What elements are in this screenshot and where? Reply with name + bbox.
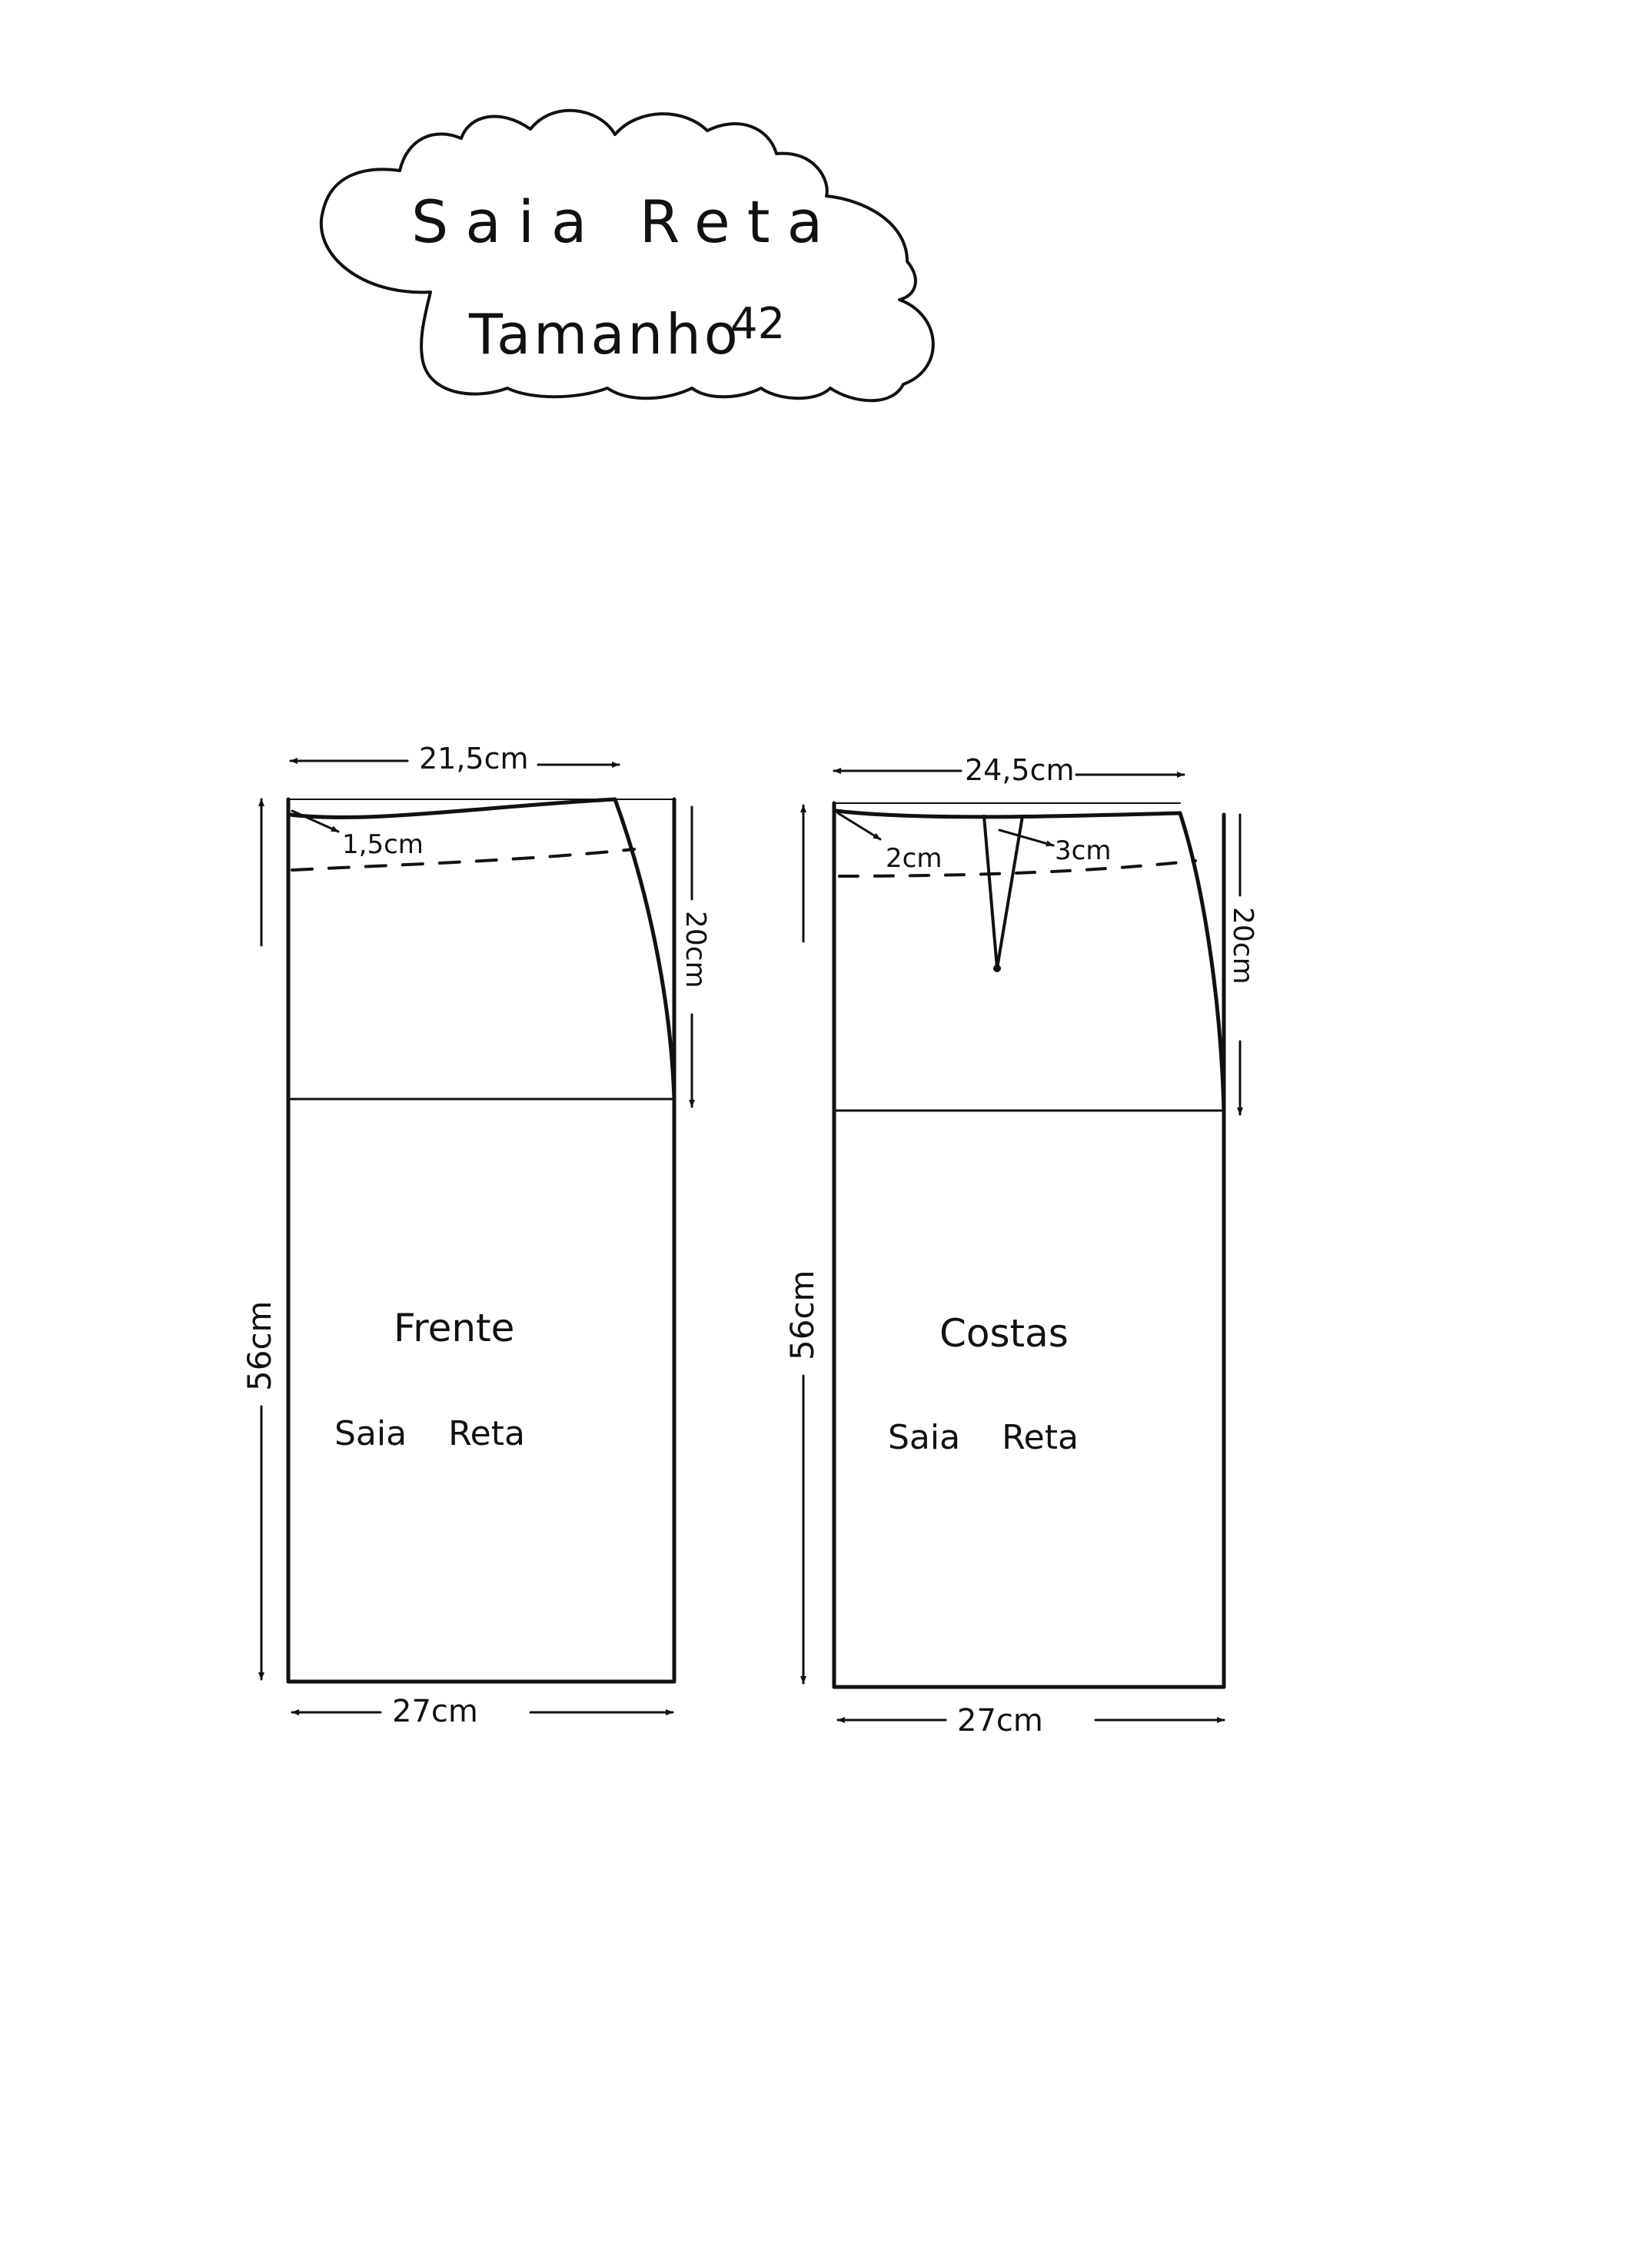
- back-dart-point: [993, 965, 1001, 972]
- front-waist-line: [288, 797, 617, 819]
- front-piece: 21,5cm 1,5cm 20cm 56cm 27cm Frente Saia …: [241, 742, 711, 1729]
- back-piece-name: Costas: [939, 1311, 1069, 1356]
- title-line2: Tamanho: [468, 302, 741, 367]
- back-dart-width-label: 3cm: [1055, 835, 1111, 866]
- back-waist-line: [833, 809, 1182, 819]
- back-waist-rise-label: 2cm: [886, 843, 942, 874]
- back-dashed-line: [838, 859, 1197, 878]
- back-length-label: 56cm: [783, 1270, 821, 1360]
- back-piece: 24,5cm 2cm 3cm 20cm 56cm 27cm Costas Sai…: [783, 753, 1258, 1738]
- back-piece-subtitle: Saia Reta: [888, 1418, 1079, 1457]
- back-waist-width-label: 24,5cm: [965, 753, 1075, 787]
- front-piece-name: Frente: [394, 1306, 514, 1350]
- front-waist-width-label: 21,5cm: [419, 742, 529, 775]
- title-cloud: [320, 108, 935, 403]
- back-dart: [982, 815, 1024, 970]
- front-waist-rise-label: 1,5cm: [342, 829, 424, 860]
- title-size: 42: [730, 299, 785, 349]
- title-line1: Saia Reta: [411, 188, 839, 256]
- back-hip-depth-label: 20cm: [1227, 907, 1258, 985]
- front-length-label: 56cm: [241, 1301, 278, 1391]
- front-hem-width-label: 27cm: [392, 1694, 478, 1729]
- front-dashed-line: [291, 848, 636, 872]
- back-hem-width-label: 27cm: [957, 1703, 1043, 1738]
- front-side-curve: [613, 797, 677, 1101]
- front-hip-depth-label: 20cm: [680, 911, 711, 988]
- back-side-curve: [1178, 811, 1226, 1113]
- front-piece-subtitle: Saia Reta: [334, 1414, 525, 1453]
